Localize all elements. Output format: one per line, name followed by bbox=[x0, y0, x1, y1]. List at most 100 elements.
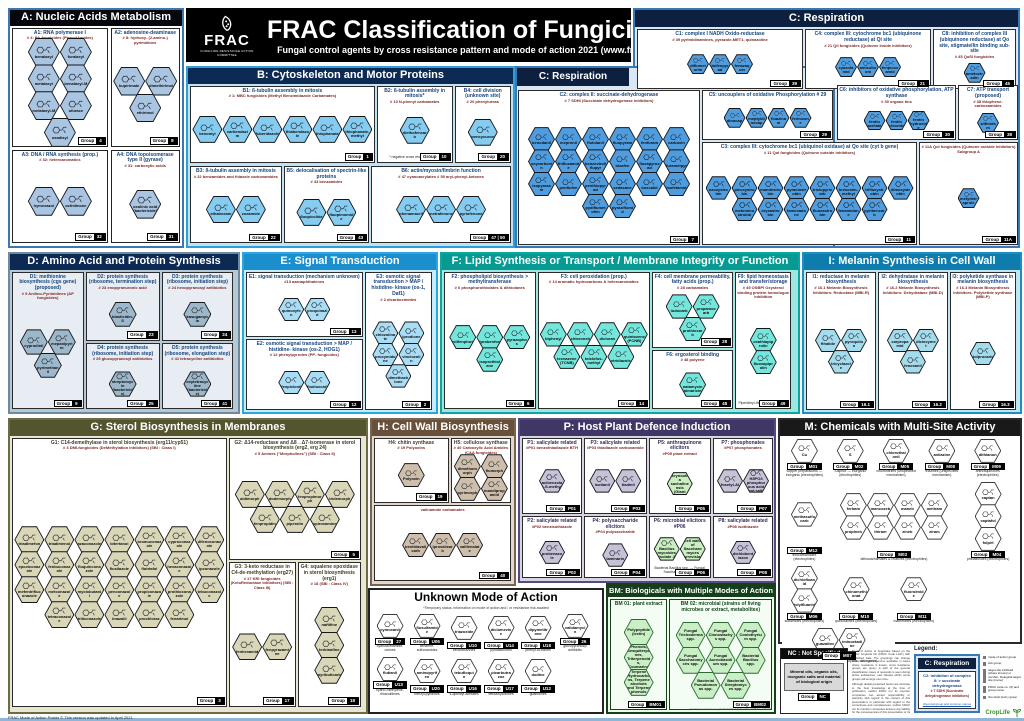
compound-hexagon: metiram bbox=[920, 493, 948, 518]
group-badge-label: Group bbox=[790, 463, 804, 469]
group-badge-label: Group bbox=[203, 400, 218, 406]
compound-hexagon: laminarin bbox=[602, 543, 629, 567]
compound-hexagon: thiram bbox=[866, 515, 894, 540]
compound-name: bitertanol bbox=[110, 541, 129, 547]
compound-hexagon: chlozolinate bbox=[372, 321, 399, 345]
compound-name: picarbutrazox bbox=[491, 670, 511, 680]
panel-note: guanidines bbox=[529, 691, 547, 696]
compound-name: dithianon bbox=[978, 451, 997, 457]
section-host-plant-defence: P: Host Plant Defence Induction P1: sali… bbox=[518, 418, 776, 583]
compound-hexagon: probenazole bbox=[539, 540, 565, 564]
moa-panel: Cu copper preparations — inorganic (elec… bbox=[782, 437, 827, 480]
compound-hexagon: phenamacril bbox=[396, 196, 427, 224]
group-badge-number: BM01 bbox=[646, 701, 665, 707]
section-lipid-synthesis-membrane: F: Lipid Synthesis or Transport / Membra… bbox=[440, 252, 800, 414]
compound-hexagon: ofurace bbox=[59, 91, 92, 121]
compound-hexes: diclomezine bbox=[487, 615, 515, 641]
molecule-structure-icon bbox=[589, 177, 602, 183]
moa-panel: G1: C14-demethylase in sterol biosynthes… bbox=[12, 437, 227, 707]
molecule-structure-icon bbox=[532, 666, 544, 672]
compound-hexagon: procymidone bbox=[372, 342, 399, 367]
molecule-structure-icon bbox=[290, 122, 304, 129]
compound-name: hymexazol bbox=[33, 203, 55, 209]
compound-name: flutriafol bbox=[141, 566, 158, 572]
panel-subtitle: # 39 pyrimidinamines, pyrazole-MET1, qui… bbox=[672, 36, 768, 42]
panel-subtitle: # 18 (SBI : Class IV) bbox=[310, 581, 348, 587]
compound-hexes: S bbox=[836, 438, 864, 463]
molecule-structure-icon bbox=[982, 489, 994, 495]
compound-name: benodanil bbox=[532, 140, 551, 146]
panel-title: E2: osmotic signal transduction > MAP / … bbox=[256, 340, 352, 353]
compound-name: aldimorph bbox=[240, 496, 260, 502]
section-header: B: Cytoskeleton and Motor Proteins bbox=[188, 68, 513, 84]
compound-hexagon: fenfuram bbox=[636, 127, 663, 152]
panels: A1: RNA polymerase I # 4: PA-fungicides … bbox=[10, 26, 182, 246]
molecule-structure-icon bbox=[643, 179, 656, 185]
compound-hexagon: quintozene (PCNB) bbox=[620, 322, 648, 347]
compound-name: picoxystrobin bbox=[734, 187, 755, 197]
section-header-respiration-right: C: Respiration bbox=[635, 10, 1018, 27]
molecule-structure-icon bbox=[409, 538, 422, 544]
moa-panel: validamycin glucopyranosyl antibiotic Gr… bbox=[557, 612, 594, 655]
compound-hexagon: pyraziflumid bbox=[609, 193, 636, 219]
compound-hexagon: benalaxyl-M bbox=[59, 64, 92, 94]
compound-name: penflufen bbox=[559, 185, 578, 191]
compound-name: kasugamycin bbox=[186, 313, 209, 323]
legend-annotation: sub group bbox=[983, 661, 1022, 666]
group-badge-number: 3 bbox=[215, 698, 224, 704]
group-badge-label: Group bbox=[740, 569, 754, 575]
compound-name: prothioconazole bbox=[167, 589, 191, 599]
panel-note: cyano-methylene-thiazolidines bbox=[376, 687, 404, 696]
group-badge-label: Group bbox=[450, 686, 464, 692]
compound-name: diflumetorim bbox=[690, 62, 706, 72]
compound-hexagon: oxathiapiprolin bbox=[749, 327, 777, 353]
compound-hexagon: dimethomorph bbox=[453, 454, 481, 479]
compound-hexes: chlorothalonil bbox=[882, 438, 910, 463]
compound-name: Bacterial Bacillus spp. bbox=[742, 653, 760, 667]
molecule-structure-icon bbox=[392, 369, 404, 375]
panel-title: F4: cell membrane permeability, fatty ac… bbox=[654, 273, 731, 286]
molecule-structure-icon bbox=[885, 60, 895, 66]
group-badge-label: Group bbox=[130, 400, 144, 406]
compound-hexes: benthiavalicarb iprovalicarb valifenalat… bbox=[402, 512, 484, 578]
group-badge-number: U16 bbox=[465, 686, 480, 692]
compound-hexagon: hymexazol bbox=[27, 186, 60, 216]
panel-subtitle: # 3 DMI-fungicides (DeMethylation Inhibi… bbox=[63, 445, 176, 451]
group-badge-number: M08 bbox=[943, 463, 959, 470]
molecule-structure-icon bbox=[673, 466, 687, 474]
compound-hexagon: fentin hydroxide bbox=[907, 110, 930, 131]
group-badge-number: 21 bbox=[916, 80, 928, 86]
molecule-structure-icon bbox=[27, 337, 40, 343]
compound-name: quinoxyfen bbox=[281, 308, 301, 318]
compound-hexagon: validamycin bbox=[561, 613, 589, 638]
legend-example-box: C: Respiration C2: inhibition of complex… bbox=[914, 654, 980, 713]
molecule-structure-icon bbox=[68, 100, 83, 107]
compound-name: Fungal Trichoderma spp. bbox=[678, 628, 703, 642]
section-cytoskeleton-motor-proteins: B: Cytoskeleton and Motor Proteins B1: ß… bbox=[186, 66, 515, 248]
compound-name: methasulfocarb bbox=[793, 513, 816, 523]
compound-name: Phenols, Sesquiterpenes, Triterpenoids, … bbox=[627, 644, 651, 670]
panel-note: phthalimides (electrophiles) bbox=[966, 557, 1010, 562]
compound-hexagon: pencycuron bbox=[467, 118, 498, 146]
panel-subtitle: # 40 Carboxylic Acid Amides (CAA fungici… bbox=[453, 445, 509, 455]
group-badge-number: U10 bbox=[465, 642, 480, 649]
compound-hexagon: iprobenfos bbox=[476, 325, 504, 350]
frac-leaf-icon bbox=[222, 15, 232, 31]
group-badge-label: Group bbox=[824, 653, 839, 659]
group-badge-number: 23 bbox=[145, 332, 157, 338]
group-badge-number: 9 bbox=[72, 400, 81, 407]
molecule-structure-icon bbox=[116, 307, 129, 313]
compound-name: epoxiconazole bbox=[18, 564, 41, 574]
compound-hexagon: Fungal Aureobasidium spp. bbox=[705, 646, 736, 674]
molecule-structure-icon bbox=[322, 640, 336, 647]
group-badge-label: Group bbox=[78, 234, 92, 240]
compound-name: fenoxanil bbox=[904, 362, 922, 368]
molecule-structure-icon bbox=[112, 559, 126, 566]
moa-panel: E3: osmotic signal transduction > MAP / … bbox=[364, 271, 433, 410]
panel-title: B4: cell division (unknown site) bbox=[463, 87, 502, 100]
compound-name: pyroquilon bbox=[844, 339, 864, 349]
compound-name: cyazofamid bbox=[838, 65, 854, 75]
